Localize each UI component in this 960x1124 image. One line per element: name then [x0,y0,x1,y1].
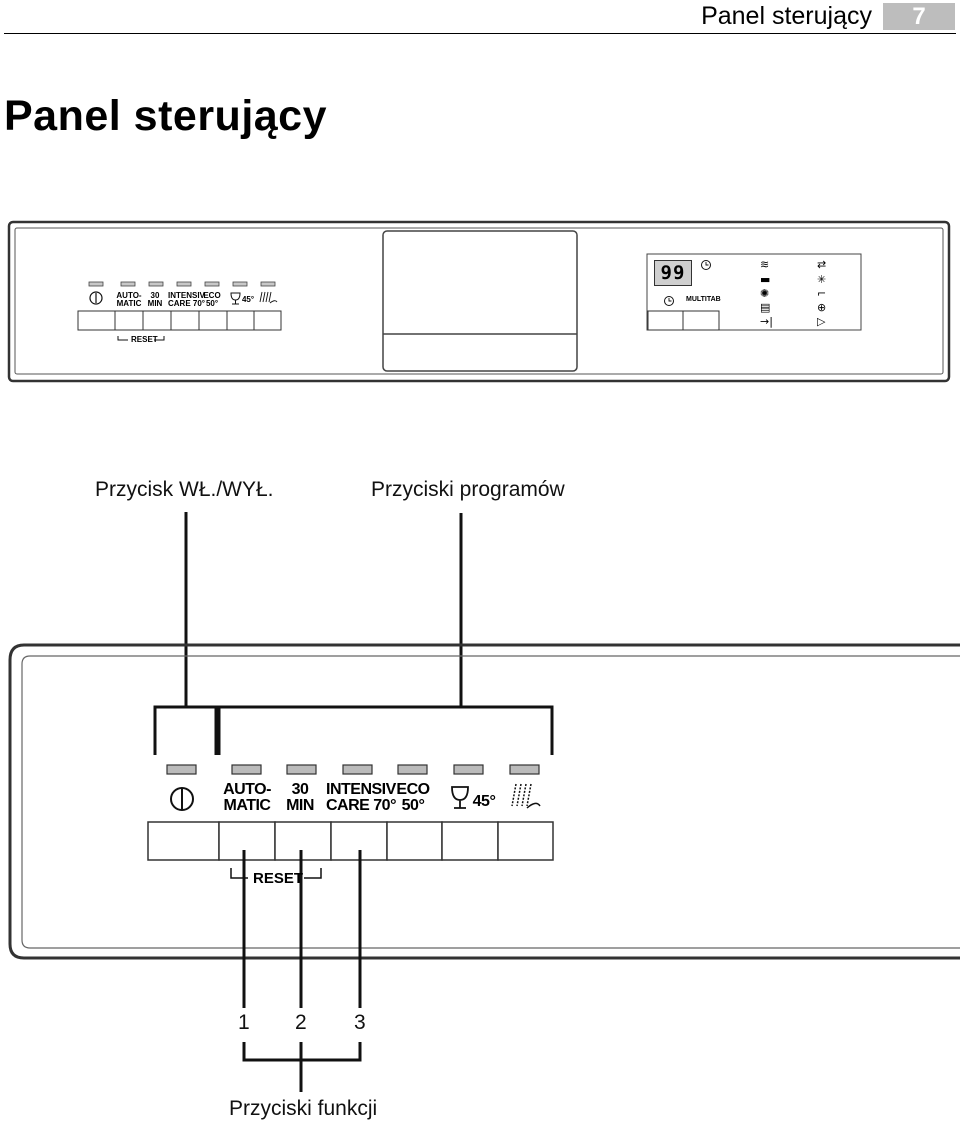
overview-button [198,310,228,331]
30-min-button[interactable] [274,821,332,861]
led [260,281,276,287]
overview-outer-frame [7,220,951,383]
power-icon [170,787,194,811]
automatic-button[interactable] [218,821,276,861]
overview-button [226,310,255,331]
overview-function-area [646,253,862,331]
reset-bracket [230,868,322,879]
callout-lines-upper [153,512,554,755]
callout-lines-functions [242,850,362,1092]
led [232,281,248,287]
program-led [509,764,540,775]
rinse-button[interactable] [497,821,554,861]
page-number-badge: 7 [883,3,955,30]
callout-program-buttons: Przyciski programów [371,478,565,501]
overview-led-row [88,281,276,287]
time-display: 99 [654,260,692,286]
overview-function-button [682,310,720,331]
spray-icon [259,291,278,304]
overview-button [253,310,282,331]
led [88,281,104,287]
overview-reset-label: RESET [131,335,158,344]
large-panel-outer-frame [8,643,960,960]
program-led [231,764,262,775]
overview-function-button [647,310,684,331]
overview-inner-frame [14,227,944,375]
reset-label: RESET [253,870,304,887]
led [176,281,192,287]
program-led [397,764,428,775]
salt-icon: ▷ [817,315,826,328]
overview-label-45: 45° [241,295,255,304]
clock-icon [701,260,711,270]
program-led [286,764,317,775]
label-45: 45° [472,793,496,810]
multitab-label: MULTITAB [686,296,721,303]
overview-button [170,310,200,331]
function-number-2: 2 [295,1011,307,1034]
wash-icon: ≋ [760,258,770,271]
snowflake-icon: ✳ [817,273,827,286]
overview-button [142,310,172,331]
glass-icon [230,292,241,305]
cycle-icon: ⇄ [817,258,827,271]
globe-icon: ⊕ [817,301,827,314]
page-title: Panel sterujący [4,92,328,140]
detergent-icon: ▬ [760,273,771,286]
power-led [166,764,197,775]
function-number-3: 3 [354,1011,366,1034]
overview-power-button [77,310,116,331]
glass-icon [451,786,469,809]
overview-label-automatic: AUTO-MATIC [116,291,142,308]
programs-bracket [217,705,554,755]
rinse-aid-indicator-icon: ▤ [760,301,771,314]
eco-button[interactable] [386,821,443,861]
tap-icon: ⌐ [817,287,827,300]
program-led [453,764,484,775]
function-number-1: 1 [238,1011,250,1034]
glass-45-button[interactable] [441,821,499,861]
overview-button-row [77,310,282,331]
power-bracket [153,705,218,755]
dry-icon: ✺ [760,287,770,300]
callout-function-buttons: Przyciski funkcji [229,1097,378,1120]
spray-icon [511,783,532,807]
header-section-title: Panel sterujący [701,2,872,30]
led [204,281,220,287]
header-rule [4,33,956,34]
led [148,281,164,287]
overview-center-window [382,230,578,372]
end-icon: →| [760,315,773,328]
power-icon [89,291,103,305]
program-led [342,764,373,775]
callout-power-button: Przycisk WŁ./WYŁ. [95,478,274,501]
power-button[interactable] [147,821,220,861]
led [120,281,136,287]
overview-button [114,310,144,331]
timer-icon [664,296,674,306]
label-automatic: AUTO-MATIC [223,781,271,814]
large-panel-inner-frame [21,655,960,949]
